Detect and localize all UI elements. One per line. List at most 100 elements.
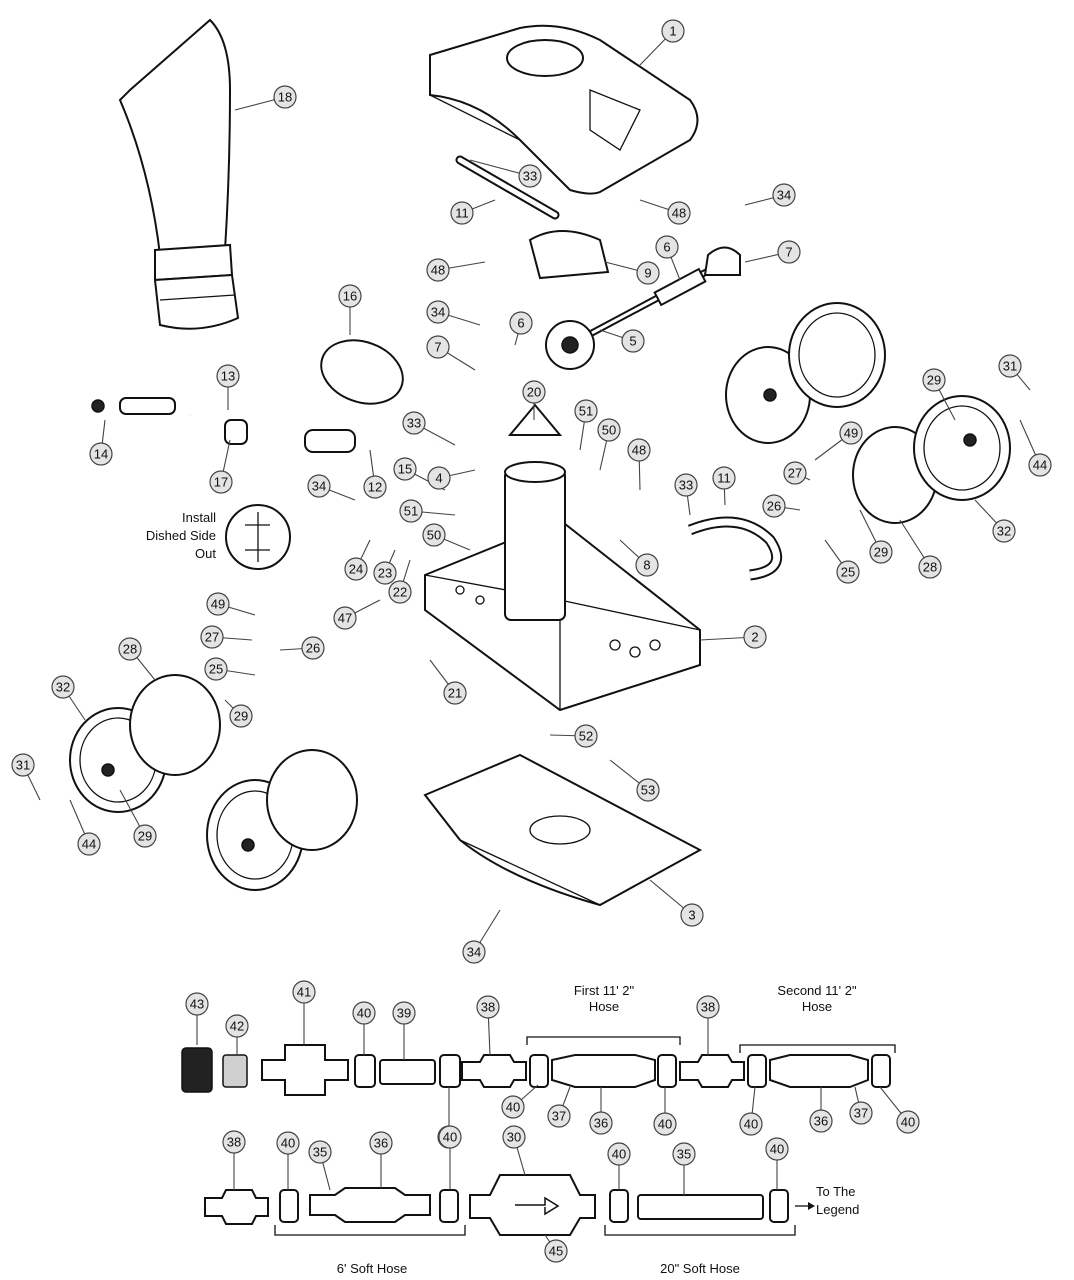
callout-37: 37: [849, 1101, 873, 1125]
callout-bubble: [896, 1110, 920, 1134]
callout-28: 28: [918, 555, 942, 579]
callout-bubble: [222, 1130, 246, 1154]
callout-bubble: [11, 753, 35, 777]
callout-37: 37: [547, 1104, 571, 1128]
hose-line-row1: [181, 1044, 891, 1096]
callout-number: 28: [123, 642, 137, 657]
callout-29: 29: [133, 824, 157, 848]
callout-4: 4: [427, 466, 451, 490]
callout-3: 3: [680, 903, 704, 927]
chassis-part: [424, 403, 701, 712]
callout-36: 36: [589, 1111, 613, 1135]
callout-number: 47: [338, 611, 352, 626]
callout-number: 33: [679, 478, 693, 493]
callout-number: 37: [552, 1109, 566, 1124]
callout-bubble: [133, 824, 157, 848]
callout-7: 7: [777, 240, 801, 264]
callout-number: 27: [205, 630, 219, 645]
callout-bubble: [635, 553, 659, 577]
callout-40: 40: [896, 1110, 920, 1134]
callout-bubble: [344, 557, 368, 581]
callout-bubble: [674, 473, 698, 497]
callout-number: 40: [281, 1136, 295, 1151]
callout-bubble: [373, 561, 397, 585]
callout-bubble: [209, 470, 233, 494]
callout-42: 42: [225, 1014, 249, 1038]
callout-number: 29: [927, 373, 941, 388]
callout-bubble: [185, 992, 209, 1016]
callout-bubble: [399, 499, 423, 523]
callout-number: 48: [672, 206, 686, 221]
callout-number: 34: [312, 479, 326, 494]
callout-number: 24: [349, 562, 363, 577]
callout-11: 11: [712, 466, 736, 490]
callout-17: 17: [209, 470, 233, 494]
callout-number: 15: [398, 462, 412, 477]
callout-bubble: [661, 19, 685, 43]
callout-number: 1: [669, 24, 676, 39]
callout-number: 50: [427, 528, 441, 543]
callout-bubble: [607, 1142, 631, 1166]
callout-bubble: [301, 636, 325, 660]
callout-bubble: [522, 380, 546, 404]
callout-33: 33: [402, 411, 426, 435]
callout-bubble: [547, 1104, 571, 1128]
callout-bubble: [206, 592, 230, 616]
callout-33: 33: [518, 164, 542, 188]
callout-51: 51: [574, 399, 598, 423]
callout-bubble: [51, 675, 75, 699]
callout-40: 40: [653, 1112, 677, 1136]
to-legend-label-line2: Legend: [816, 1202, 859, 1217]
callout-34: 34: [307, 474, 331, 498]
callout-bubble: [777, 240, 801, 264]
callout-number: 40: [357, 1006, 371, 1021]
callout-number: 34: [431, 305, 445, 320]
callout-number: 32: [56, 680, 70, 695]
callout-5: 5: [621, 329, 645, 353]
callout-25: 25: [204, 657, 228, 681]
callout-16: 16: [338, 284, 362, 308]
callout-36: 36: [809, 1109, 833, 1133]
callout-number: 5: [629, 334, 636, 349]
callout-number: 43: [190, 997, 204, 1012]
callout-number: 38: [227, 1135, 241, 1150]
callout-bubble: [597, 418, 621, 442]
callout-bubble: [443, 681, 467, 705]
callout-48: 48: [667, 201, 691, 225]
callout-53: 53: [636, 778, 660, 802]
callout-bubble: [809, 1109, 833, 1133]
callout-48: 48: [426, 258, 450, 282]
callout-bubble: [839, 421, 863, 445]
callout-bubble: [77, 832, 101, 856]
callout-number: 8: [643, 558, 650, 573]
callout-29: 29: [869, 540, 893, 564]
callout-7: 7: [426, 335, 450, 359]
callout-number: 29: [138, 829, 152, 844]
callout-number: 26: [767, 499, 781, 514]
callout-number: 20: [527, 385, 541, 400]
callout-bubble: [450, 201, 474, 225]
soft-hose-20-label: 20" Soft Hose: [660, 1261, 740, 1276]
callout-number: 11: [717, 471, 731, 486]
callout-bubble: [636, 778, 660, 802]
callout-20: 20: [522, 380, 546, 404]
second-hose-label-line1: Second 11' 2": [777, 983, 857, 998]
callout-45: 45: [544, 1239, 568, 1263]
callout-number: 44: [1033, 458, 1047, 473]
callout-40: 40: [765, 1137, 789, 1161]
callout-bubble: [392, 1001, 416, 1025]
callout-9: 9: [636, 261, 660, 285]
callout-15: 15: [393, 457, 417, 481]
callout-40: 40: [276, 1131, 300, 1155]
callout-bubble: [89, 442, 113, 466]
callout-number: 36: [814, 1114, 828, 1129]
callout-bubble: [338, 284, 362, 308]
callout-27: 27: [200, 625, 224, 649]
install-note-line2: Dished Side: [146, 528, 216, 543]
callout-number: 25: [209, 662, 223, 677]
callout-bubble: [393, 457, 417, 481]
wheel-front-right: [725, 302, 886, 444]
callout-number: 3: [688, 908, 695, 923]
callout-40: 40: [501, 1095, 525, 1119]
